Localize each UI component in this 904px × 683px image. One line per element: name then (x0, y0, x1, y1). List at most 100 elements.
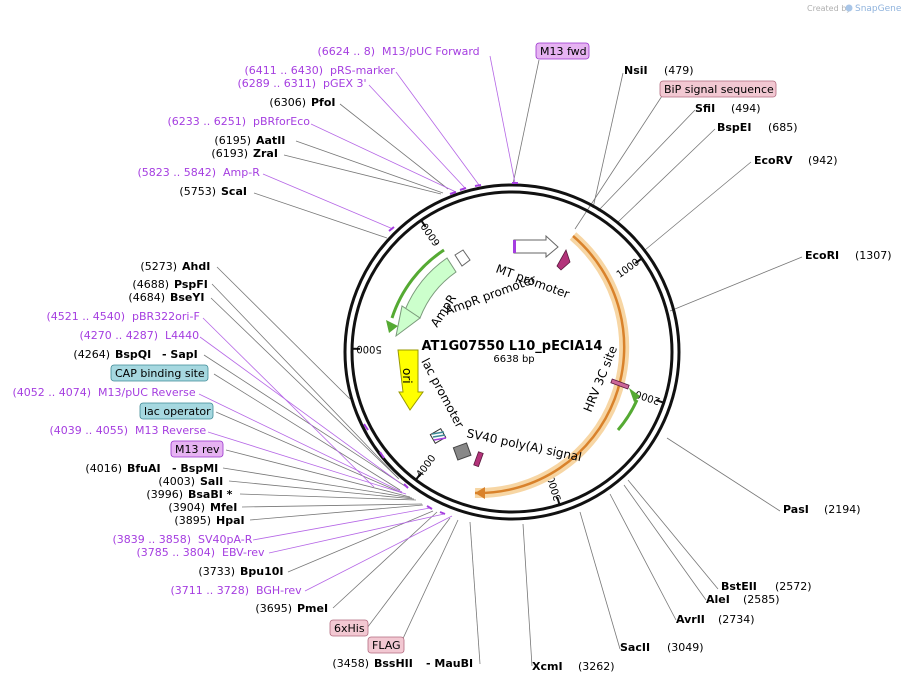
site-pos: (3695) (255, 602, 292, 615)
site-enzyme: AleI (706, 593, 730, 606)
box-cap-binding-label: CAP binding site (115, 367, 205, 380)
site-enzyme: BspQI (115, 348, 151, 361)
site-pos: (5753) (179, 185, 216, 198)
hrv3c-marker (610, 378, 630, 390)
backbone-inner (350, 190, 674, 514)
site-pos: (3262) (578, 660, 615, 673)
sites-right: NsiI (479) SfiI (494) BspEI (685) EcoRV … (532, 64, 892, 673)
sv40-polya-box (452, 442, 472, 461)
site-enzyme: XcmI (532, 660, 563, 673)
feature-label-lac-promoter: lac promoter (418, 356, 466, 430)
insert-arc (474, 235, 626, 495)
primer-range: (3839 .. 3858) (112, 533, 191, 546)
primer-range: (6233 .. 6251) (167, 115, 246, 128)
site-pos: (685) (768, 121, 798, 134)
mt-promoter-arrow (513, 234, 559, 259)
primer-name: SV40pA-R (198, 533, 253, 546)
site-enzyme: BstEII (721, 580, 757, 593)
site-enzyme: AvrII (676, 613, 705, 626)
box-m13-fwd-label: M13 fwd (540, 45, 587, 58)
site-enzyme: BsaBI * (188, 488, 233, 501)
site-enzyme-extra: - SapI (162, 348, 198, 361)
primer-name: pBRforEco (253, 115, 310, 128)
primer-range: (6624 .. 8) (317, 45, 375, 58)
site-pos: (1307) (855, 249, 892, 262)
feature-label-sv40-polya: SV40 poly(A) signal (465, 426, 583, 464)
primer-name: M13/pUC Forward (382, 45, 480, 58)
site-pos: (2585) (743, 593, 780, 606)
tick-mark (415, 472, 422, 481)
site-pos: (6306) (269, 96, 306, 109)
box-m13-rev (170, 440, 224, 458)
primer-name: M13 Reverse (135, 424, 206, 437)
site-pos: (3895) (174, 514, 211, 527)
bip-signal-marker (556, 249, 571, 271)
site-enzyme: BseYI (170, 291, 204, 304)
box-lac-operator (139, 402, 214, 420)
site-enzyme: PasI (783, 503, 809, 516)
site-enzyme: MfeI (210, 501, 237, 514)
primer-range: (3711 .. 3728) (170, 584, 249, 597)
site-pos: (494) (731, 102, 761, 115)
site-pos: (2194) (824, 503, 861, 516)
site-enzyme-extra: - BspMI (172, 462, 218, 475)
site-pos: (4003) (158, 475, 195, 488)
credit-prefix: Created by (807, 4, 851, 13)
primer-range: (4270 .. 4287) (79, 329, 158, 342)
feature-label-ori: ori (400, 368, 414, 384)
site-pos: (5273) (140, 260, 177, 273)
site-enzyme: HpaI (216, 514, 245, 527)
box-6xhis (329, 619, 369, 637)
tick-mark (420, 219, 427, 228)
credit-brand: SnapGene (855, 4, 902, 14)
site-enzyme: BssHII (374, 657, 413, 670)
ori-arrow (397, 349, 424, 411)
sites-left: (6306) PfoI (6195) AatII (6193) ZraI (57… (73, 96, 473, 670)
site-enzyme: AhdI (182, 260, 210, 273)
box-flag (367, 636, 405, 654)
primer-name: L4440 (165, 329, 199, 342)
box-bip-signal (659, 80, 777, 98)
insert-arrow-head (475, 487, 485, 499)
primer-range: (4039 .. 4055) (49, 424, 128, 437)
box-bip-signal-label: BiP signal sequence (664, 83, 774, 96)
site-pos: (2572) (775, 580, 812, 593)
primer-name: pBR322ori-F (132, 310, 200, 323)
backbone-outer (343, 183, 681, 521)
lac-operator-marks (429, 427, 447, 445)
site-enzyme: Bpu10I (240, 565, 284, 578)
boxed-features: M13 fwd BiP signal sequence CAP binding … (110, 42, 777, 654)
plasmid-length: 6638 bp (493, 354, 534, 365)
primer-range: (6411 .. 6430) (244, 64, 323, 77)
site-pos: (3733) (198, 565, 235, 578)
site-enzyme: PmeI (297, 602, 328, 615)
tick-mark (556, 496, 561, 506)
hrv3c-arrow (616, 399, 639, 431)
primer-range: (6289 .. 6311) (237, 77, 316, 90)
site-enzyme-extra: - MauBI (426, 657, 473, 670)
box-6xhis-label: 6xHis (334, 622, 365, 635)
site-enzyme: ScaI (221, 185, 247, 198)
box-m13-rev-label: M13 rev (175, 443, 220, 456)
site-pos: (3904) (168, 501, 205, 514)
site-pos: (942) (808, 154, 838, 167)
ampr-promoter-arrow (454, 249, 471, 267)
site-enzyme: NsiI (624, 64, 648, 77)
box-m13-fwd (535, 42, 590, 60)
primer-stubs (363, 182, 518, 515)
leader-lines (203, 59, 803, 667)
plasmid-name: AT1G07550 L10_pECIA14 (422, 339, 603, 354)
site-pos: (4688) (132, 278, 169, 291)
snapgene-logo-icon (845, 4, 853, 12)
primer-range: (5823 .. 5842) (137, 166, 216, 179)
tick-label: 6000 (419, 220, 443, 247)
site-enzyme: SalI (200, 475, 223, 488)
site-enzyme: SacII (620, 641, 650, 654)
site-pos: (2734) (718, 613, 755, 626)
primer-name: BGH-rev (256, 584, 302, 597)
tick-mark (655, 399, 665, 404)
primer-range: (4521 .. 4540) (46, 310, 125, 323)
site-pos: (6195) (214, 134, 251, 147)
site-pos: (3458) (332, 657, 369, 670)
ampr-green-line (390, 248, 445, 319)
